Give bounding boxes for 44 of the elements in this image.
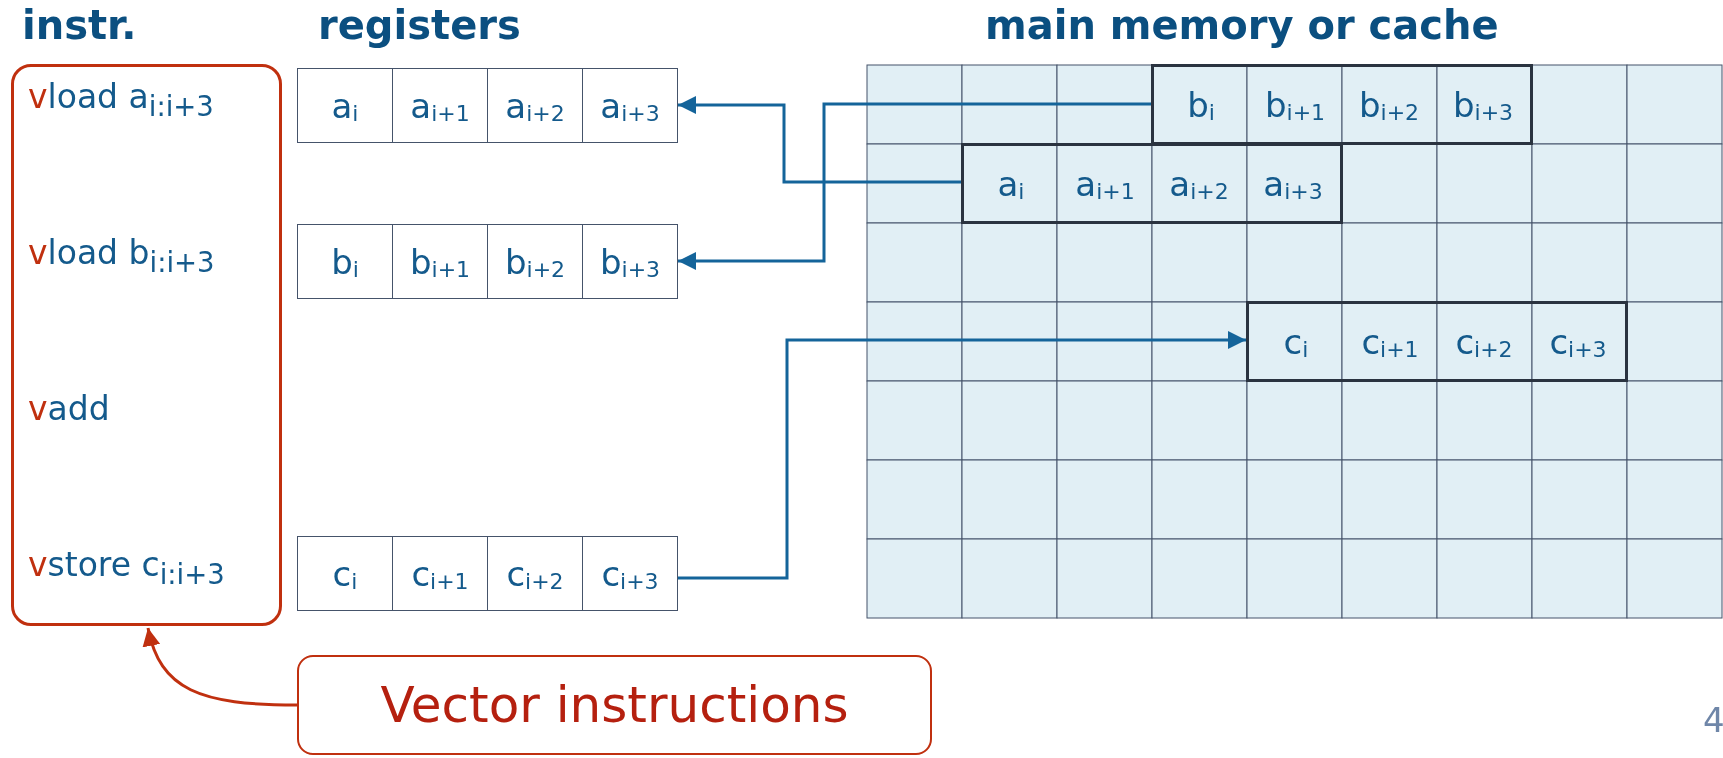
element-cell-text: c$_{i+3}$ bbox=[1548, 320, 1608, 364]
element-cell-text: a$_{i+1}$ bbox=[1074, 162, 1136, 206]
element-cell: c$_{i+1}$ bbox=[392, 537, 487, 610]
memory-block bbox=[1151, 64, 1533, 145]
element-cell-text: b$_{i+2}$ bbox=[1357, 83, 1421, 127]
instruction-box bbox=[11, 64, 282, 626]
arrow bbox=[678, 331, 1246, 580]
element-cell: b$_{i+2}$ bbox=[487, 225, 582, 298]
callout-box: Vector instructions bbox=[297, 655, 932, 755]
element-cell: c$_{i+3}$ bbox=[582, 537, 677, 610]
element-cell: b$_{i+1}$ bbox=[392, 225, 487, 298]
arrow bbox=[678, 102, 1151, 270]
element-cell: a$_{i+3}$ bbox=[582, 69, 677, 142]
element-cell-text: b$_{i}$ bbox=[1186, 83, 1216, 127]
column-heading: registers bbox=[318, 2, 521, 48]
element-cell-text: b$_{i+3}$ bbox=[1451, 83, 1515, 127]
element-cell-text: a$_{i+3}$ bbox=[1262, 162, 1324, 206]
vector-register bbox=[297, 224, 678, 299]
element-cell-text: b$_{i+1}$ bbox=[1263, 83, 1327, 127]
instruction-text: vload a$_{i:i+3}$ bbox=[28, 77, 214, 122]
arrow bbox=[678, 96, 961, 184]
element-cell: a$_{i+2}$ bbox=[487, 69, 582, 142]
memory-block bbox=[1246, 301, 1628, 382]
instruction-text: vadd bbox=[28, 389, 110, 428]
column-heading: instr. bbox=[22, 2, 137, 48]
vector-register bbox=[297, 536, 678, 611]
element-cell: a$_{i+1}$ bbox=[392, 69, 487, 142]
instruction-text: vstore c$_{i:i+3}$ bbox=[28, 545, 225, 590]
element-cell-text: c$_{i}$ bbox=[1282, 320, 1310, 364]
element-cell: c$_{i+2}$ bbox=[487, 537, 582, 610]
arrow bbox=[143, 627, 298, 707]
element-cell-text: c$_{i+1}$ bbox=[1360, 320, 1420, 364]
page-number: 4 bbox=[1703, 700, 1723, 740]
element-cell-text: b$_{i}$ bbox=[330, 240, 360, 284]
column-heading: main memory or cache bbox=[985, 2, 1499, 48]
element-cell-text: a$_{i}$ bbox=[330, 84, 360, 128]
instruction-text: vload b$_{i:i+3}$ bbox=[28, 233, 215, 278]
vector-register bbox=[297, 68, 678, 143]
element-cell: b$_{i+3}$ bbox=[582, 225, 677, 298]
element-cell-text: c$_{i}$ bbox=[331, 552, 359, 596]
element-cell-text: a$_{i}$ bbox=[996, 162, 1026, 206]
element-cell-text: a$_{i+2}$ bbox=[1168, 162, 1230, 206]
memory-block bbox=[961, 143, 1343, 224]
element-cell-text: c$_{i+2}$ bbox=[1454, 320, 1514, 364]
